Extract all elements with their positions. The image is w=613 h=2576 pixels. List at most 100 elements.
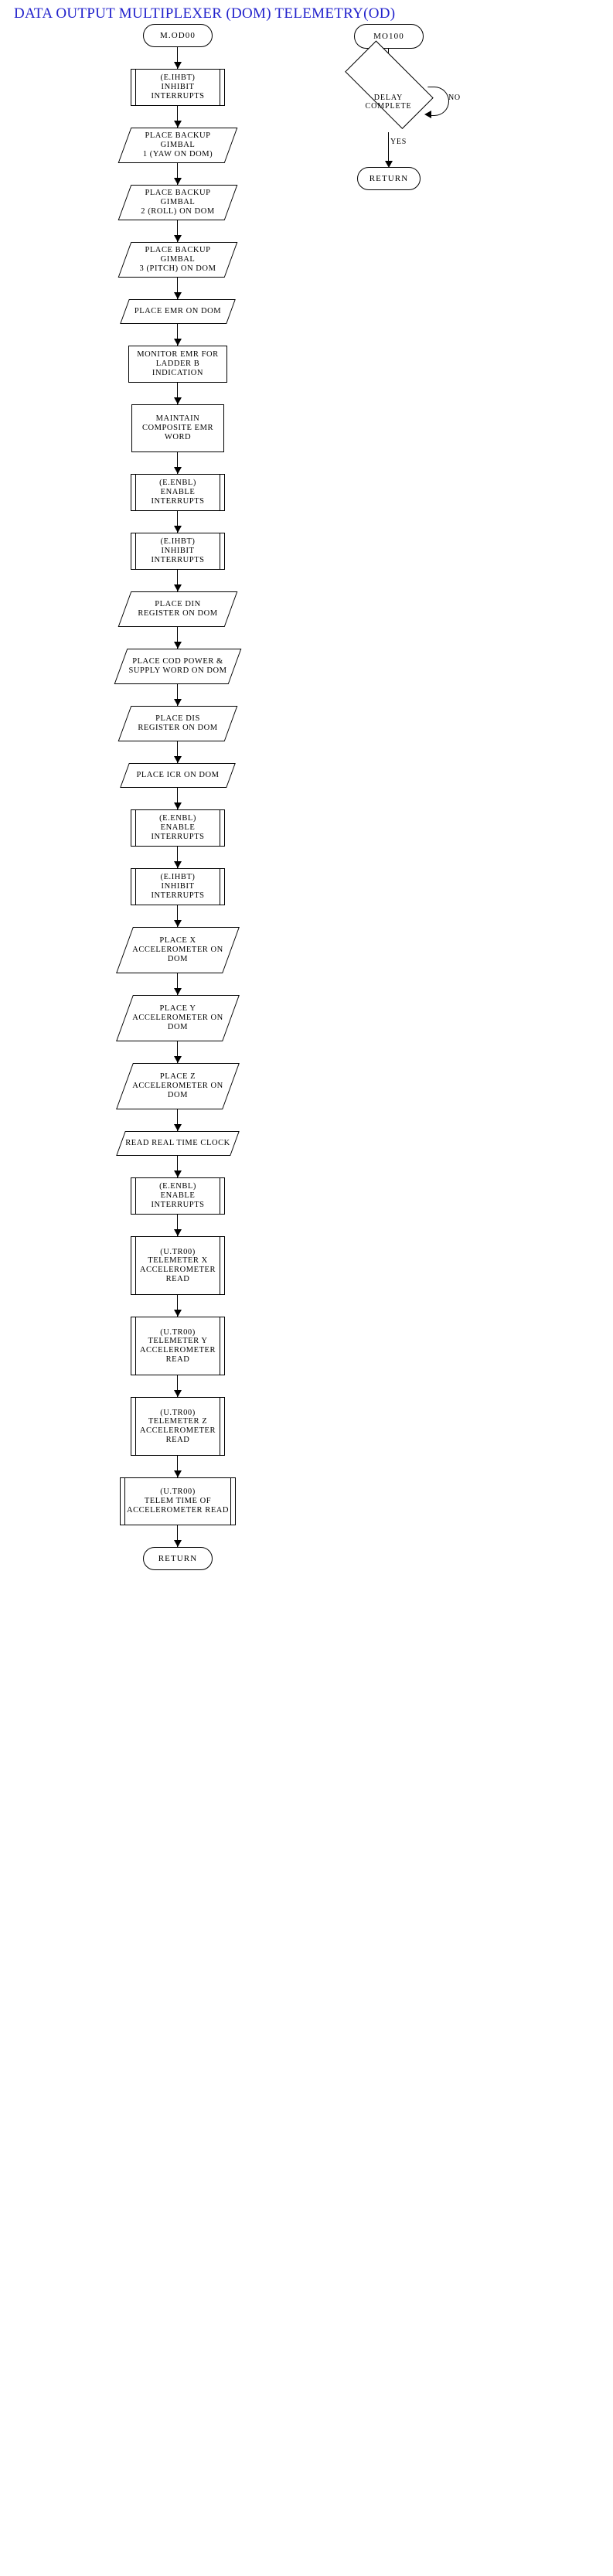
arrowhead: [174, 756, 182, 763]
node-place-dis[interactable]: PLACE DIS REGISTER ON DOM: [117, 706, 238, 741]
arrowhead: [174, 1056, 182, 1063]
node-place-z-accel[interactable]: PLACE Z ACCELEROMETER ON DOM: [116, 1063, 240, 1109]
edge-connector: [177, 1375, 178, 1397]
node-place-din[interactable]: PLACE DIN REGISTER ON DOM: [117, 591, 238, 627]
node-gimbal-1-label: PLACE BACKUP GIMBAL 1 (YAW ON DOM): [142, 131, 213, 158]
node-delay-complete-label: DELAY COMPLETE: [365, 93, 412, 111]
arrowhead: [174, 467, 182, 474]
node-inhibit-2-label: (E.IHBT) INHIBIT INTERRUPTS: [151, 537, 205, 564]
arrowhead: [174, 1540, 182, 1547]
node-gimbal-1[interactable]: PLACE BACKUP GIMBAL 1 (YAW ON DOM): [117, 128, 238, 163]
node-place-dis-label: PLACE DIS REGISTER ON DOM: [138, 714, 218, 732]
arrowhead: [174, 397, 182, 404]
arrowhead: [174, 1170, 182, 1177]
diamond-shape: [345, 40, 434, 129]
node-place-z-accel-label: PLACE Z ACCELEROMETER ON DOM: [132, 1072, 223, 1099]
node-end[interactable]: RETURN: [143, 1547, 213, 1570]
node-read-clock[interactable]: READ REAL TIME CLOCK: [116, 1131, 240, 1156]
node-place-icr-label: PLACE ICR ON DOM: [136, 771, 220, 780]
node-maintain-emr-label: MAINTAIN COMPOSITE EMR WORD: [141, 414, 214, 441]
arrowhead: [174, 920, 182, 927]
node-monitor-emr-label: MONITOR EMR FOR LADDER B INDICATION: [137, 350, 219, 377]
node-place-cod[interactable]: PLACE COD POWER & SUPPLY WORD ON DOM: [114, 649, 242, 684]
edge-connector: [177, 220, 178, 242]
edge-connector: [177, 905, 178, 927]
page-title: DATA OUTPUT MULTIPLEXER (DOM) TELEMETRY(…: [14, 5, 396, 22]
edge-connector: [177, 324, 178, 346]
node-enable-1[interactable]: (E.ENBL) ENABLE INTERRUPTS: [131, 474, 225, 511]
arrowhead: [174, 292, 182, 299]
node-place-emr-label: PLACE EMR ON DOM: [134, 307, 222, 316]
node-inhibit-2[interactable]: (E.IHBT) INHIBIT INTERRUPTS: [131, 533, 225, 570]
edge-connector: [177, 106, 178, 128]
node-telem-x[interactable]: (U.TR00) TELEMETER X ACCELEROMETER READ: [131, 1236, 225, 1295]
node-inhibit-1[interactable]: (E.IHBT) INHIBIT INTERRUPTS: [131, 69, 225, 106]
node-gimbal-2[interactable]: PLACE BACKUP GIMBAL 2 (ROLL) ON DOM: [117, 185, 238, 220]
node-place-cod-label: PLACE COD POWER & SUPPLY WORD ON DOM: [128, 657, 227, 675]
edge-connector: [177, 1456, 178, 1477]
edge-connector: [177, 278, 178, 299]
node-enable-1-label: (E.ENBL) ENABLE INTERRUPTS: [151, 479, 205, 506]
node-telem-z[interactable]: (U.TR00) TELEMETER Z ACCELEROMETER READ: [131, 1397, 225, 1456]
edge-connector: [177, 1041, 178, 1063]
node-enable-2-label: (E.ENBL) ENABLE INTERRUPTS: [151, 814, 205, 841]
arrowhead-yes: [385, 161, 393, 168]
node-telem-y-label: (U.TR00) TELEMETER Y ACCELEROMETER READ: [139, 1327, 216, 1364]
edge-connector: [177, 511, 178, 533]
node-telem-y[interactable]: (U.TR00) TELEMETER Y ACCELEROMETER READ: [131, 1317, 225, 1375]
arrowhead: [174, 1470, 182, 1477]
node-telem-time[interactable]: (U.TR00) TELEM TIME OF ACCELEROMETER REA…: [120, 1477, 236, 1525]
node-telem-z-label: (U.TR00) TELEMETER Z ACCELEROMETER READ: [139, 1408, 216, 1444]
node-telem-x-label: (U.TR00) TELEMETER X ACCELEROMETER READ: [139, 1247, 216, 1283]
edge-connector: [177, 1156, 178, 1177]
node-place-x-accel[interactable]: PLACE X ACCELEROMETER ON DOM: [116, 927, 240, 973]
node-gimbal-3-label: PLACE BACKUP GIMBAL 3 (PITCH) ON DOM: [139, 246, 216, 273]
node-maintain-emr[interactable]: MAINTAIN COMPOSITE EMR WORD: [131, 404, 224, 452]
edge-connector: [177, 1215, 178, 1236]
arrowhead: [174, 1390, 182, 1397]
node-place-icr[interactable]: PLACE ICR ON DOM: [120, 763, 236, 788]
edge-connector: [177, 627, 178, 649]
node-inhibit-3-label: (E.IHBT) INHIBIT INTERRUPTS: [151, 873, 205, 900]
edge-connector: [177, 973, 178, 995]
arrowhead: [174, 526, 182, 533]
arrowhead: [174, 802, 182, 809]
node-gimbal-2-label: PLACE BACKUP GIMBAL 2 (ROLL) ON DOM: [141, 189, 215, 216]
edge-connector: [177, 163, 178, 185]
node-place-y-accel-label: PLACE Y ACCELEROMETER ON DOM: [132, 1004, 223, 1031]
node-gimbal-3[interactable]: PLACE BACKUP GIMBAL 3 (PITCH) ON DOM: [117, 242, 238, 278]
node-return-delay-label: RETURN: [369, 173, 409, 183]
node-place-din-label: PLACE DIN REGISTER ON DOM: [138, 600, 218, 618]
node-monitor-emr[interactable]: MONITOR EMR FOR LADDER B INDICATION: [128, 346, 227, 383]
arrowhead: [174, 584, 182, 591]
edge-connector: [177, 1109, 178, 1131]
arrowhead: [174, 1124, 182, 1131]
arrowhead: [174, 1310, 182, 1317]
edge-yes: [388, 132, 389, 163]
edge-label-no: NO: [448, 94, 461, 102]
edge-connector: [177, 47, 178, 69]
node-return-delay[interactable]: RETURN: [357, 167, 421, 190]
edge-connector: [177, 847, 178, 868]
node-read-clock-label: READ REAL TIME CLOCK: [125, 1139, 230, 1148]
node-enable-2[interactable]: (E.ENBL) ENABLE INTERRUPTS: [131, 809, 225, 847]
node-inhibit-3[interactable]: (E.IHBT) INHIBIT INTERRUPTS: [131, 868, 225, 905]
node-enable-3[interactable]: (E.ENBL) ENABLE INTERRUPTS: [131, 1177, 225, 1215]
arrowhead: [174, 861, 182, 868]
edge-connector: [177, 1295, 178, 1317]
arrowhead: [174, 1229, 182, 1236]
node-mo100[interactable]: MO100: [354, 24, 424, 49]
node-mo100-label: MO100: [373, 31, 404, 41]
node-place-y-accel[interactable]: PLACE Y ACCELEROMETER ON DOM: [116, 995, 240, 1041]
node-telem-time-label: (U.TR00) TELEM TIME OF ACCELEROMETER REA…: [126, 1487, 230, 1515]
node-place-x-accel-label: PLACE X ACCELEROMETER ON DOM: [132, 936, 223, 963]
node-place-emr[interactable]: PLACE EMR ON DOM: [120, 299, 236, 324]
node-delay-complete[interactable]: DELAY COMPLETE: [332, 40, 444, 132]
edge-connector: [177, 788, 178, 809]
edge-connector: [177, 452, 178, 474]
edge-connector: [177, 1525, 178, 1547]
node-start[interactable]: M.OD00: [143, 24, 213, 47]
edge-connector: [177, 684, 178, 706]
edge-connector: [177, 570, 178, 591]
